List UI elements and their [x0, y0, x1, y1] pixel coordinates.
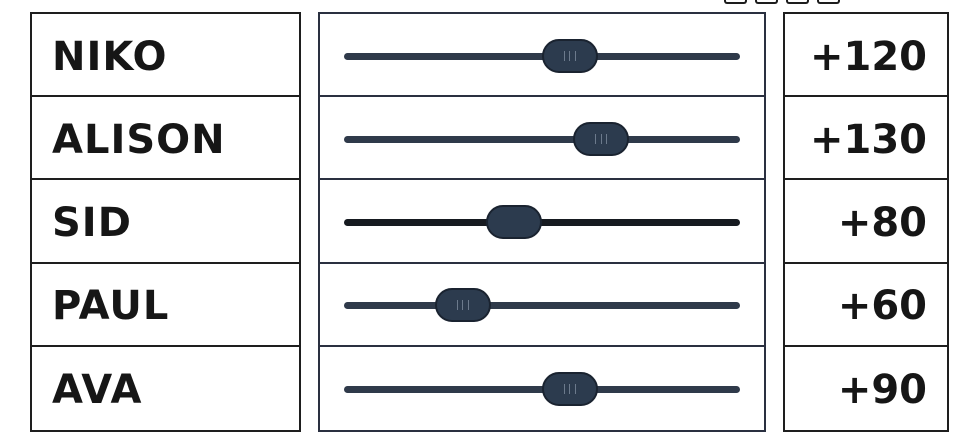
value-row: +60	[785, 264, 947, 347]
slider-row	[320, 97, 764, 181]
slider-thumb[interactable]	[573, 121, 630, 156]
grip-icon	[563, 50, 576, 61]
name-row: AVA	[32, 347, 299, 430]
score-value: +60	[837, 283, 927, 330]
score-value: +80	[837, 199, 927, 246]
slider-track[interactable]	[344, 135, 740, 143]
grip-icon	[456, 300, 469, 311]
grip-icon	[563, 384, 576, 395]
slider-thumb[interactable]	[541, 38, 598, 73]
player-name: AVA	[52, 367, 143, 414]
score-value: +130	[809, 116, 927, 163]
value-row: +90	[785, 347, 947, 430]
top-edge-decoration	[724, 0, 854, 5]
slider-track[interactable]	[344, 218, 740, 226]
player-name: SID	[52, 199, 132, 246]
player-name: NIKO	[52, 33, 168, 80]
slider-row	[320, 180, 764, 264]
slider-row	[320, 14, 764, 98]
slider-row	[320, 264, 764, 347]
sliders-column	[318, 12, 766, 432]
slider-thumb[interactable]	[486, 204, 543, 239]
grip-icon	[595, 133, 608, 144]
name-row: ALISON	[32, 97, 299, 181]
values-column: +120 +130 +80 +60 +90	[783, 12, 949, 432]
value-row: +80	[785, 180, 947, 264]
score-value: +120	[809, 33, 927, 80]
name-row: PAUL	[32, 264, 299, 347]
names-column: NIKO ALISON SID PAUL AVA	[30, 12, 301, 432]
player-name: ALISON	[52, 116, 226, 163]
slider-track[interactable]	[344, 302, 740, 310]
value-row: +130	[785, 97, 947, 181]
slider-row	[320, 347, 764, 430]
score-value: +90	[837, 367, 927, 414]
slider-thumb[interactable]	[541, 372, 598, 407]
player-name: PAUL	[52, 283, 170, 330]
name-row: NIKO	[32, 14, 299, 98]
slider-thumb[interactable]	[434, 288, 491, 323]
value-row: +120	[785, 14, 947, 98]
name-row: SID	[32, 180, 299, 264]
